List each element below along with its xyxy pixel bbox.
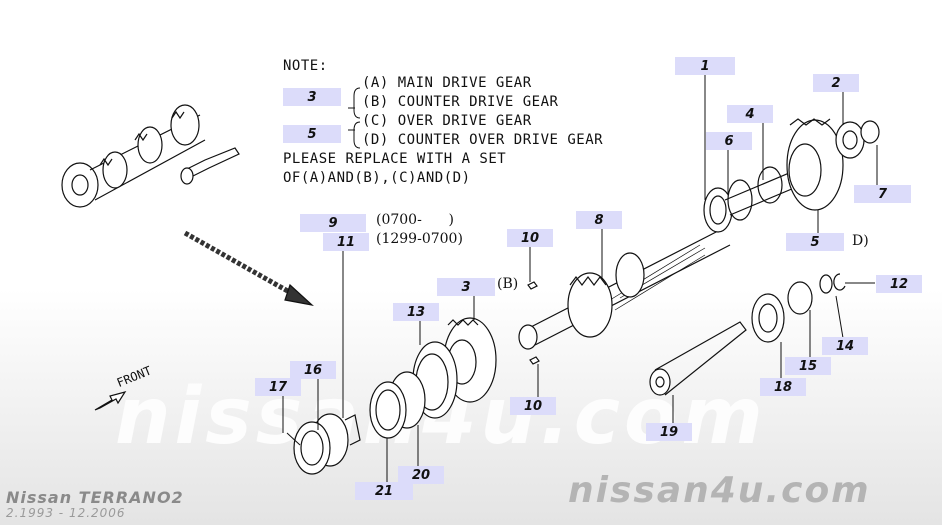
note-ref-3-badge[interactable]: 3 (283, 88, 341, 106)
callout-11[interactable]: 11 (323, 233, 369, 251)
note-replace-line2: OF(A)AND(B),(C)AND(D) (283, 170, 471, 186)
callout-12[interactable]: 12 (876, 275, 922, 293)
note-line-c: (C) OVER DRIVE GEAR (362, 113, 532, 129)
note-ref-5-badge[interactable]: 5 (283, 125, 341, 143)
vehicle-years: 2.1993 - 12.2006 (6, 506, 126, 520)
overdrive-assembly-part (703, 118, 880, 233)
callout-10-upper[interactable]: 10 (507, 229, 553, 247)
callout-6[interactable]: 6 (706, 132, 752, 150)
callout-14[interactable]: 14 (822, 337, 868, 355)
leader-lines (282, 70, 878, 483)
callout-19[interactable]: 19 (646, 423, 692, 441)
callout-9[interactable]: 9 (300, 214, 366, 232)
bearing-16-17-part (293, 413, 361, 475)
note-line-a: (A) MAIN DRIVE GEAR (362, 75, 532, 91)
note-replace-line1: PLEASE REPLACE WITH A SET (283, 151, 507, 167)
callout-20[interactable]: 20 (398, 466, 444, 484)
callout-4[interactable]: 4 (727, 105, 773, 123)
marker-d: D) (852, 233, 869, 249)
serial-range-9: (0700- ) (376, 212, 454, 228)
callout-2[interactable]: 2 (813, 74, 859, 92)
idler-shaft-19-part (649, 321, 747, 396)
callout-17[interactable]: 17 (255, 378, 301, 396)
key-10-part (527, 281, 538, 290)
assembled-countershaft-thumbnail (61, 104, 240, 208)
callout-3[interactable]: 3 (437, 278, 495, 296)
vehicle-model: Nissan TERRANO2 (6, 488, 184, 507)
callout-8[interactable]: 8 (576, 211, 622, 229)
callout-13[interactable]: 13 (393, 303, 439, 321)
marker-b: (B) (497, 276, 519, 292)
callout-21[interactable]: 21 (355, 482, 413, 500)
note-line-b: (B) COUNTER DRIVE GEAR (362, 94, 559, 110)
callout-7[interactable]: 7 (854, 185, 911, 203)
callout-1[interactable]: 1 (675, 57, 735, 75)
callout-18[interactable]: 18 (760, 378, 806, 396)
note-title: NOTE: (283, 58, 328, 74)
callout-16[interactable]: 16 (290, 361, 336, 379)
mainshaft-part (518, 229, 731, 350)
direction-arrow-icon (183, 230, 314, 306)
callout-5[interactable]: 5 (786, 233, 844, 251)
serial-range-11: (1299-0700) (376, 231, 463, 247)
site-logo: nissan4u.com (568, 470, 871, 511)
callout-15[interactable]: 15 (785, 357, 831, 375)
reverse-idler-part (751, 273, 846, 343)
note-line-d: (D) COUNTER OVER DRIVE GEAR (362, 132, 604, 148)
front-arrow-icon (94, 391, 127, 411)
callout-10-lower[interactable]: 10 (510, 397, 556, 415)
